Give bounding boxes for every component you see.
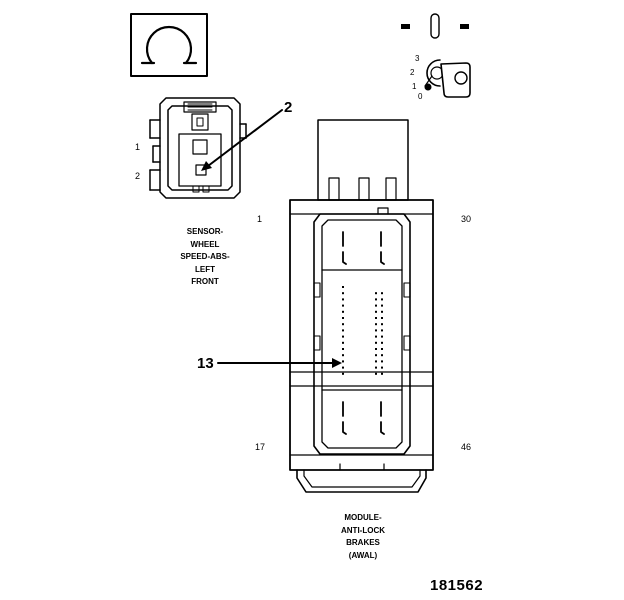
pin-cavity	[375, 317, 377, 319]
sensor-caption-line-1: SENSOR-	[186, 227, 224, 236]
sensor-callout-leader	[201, 109, 283, 171]
ignition-position-1: 1	[412, 82, 417, 91]
module-caption-line-3: BRAKES	[346, 538, 380, 547]
abs-module-connector	[289, 119, 434, 493]
pin-cavity	[342, 360, 344, 363]
module-caption-line-2: ANTI-LOCK	[341, 525, 385, 535]
sensor-caption-line-3: SPEED-ABS-	[180, 252, 230, 261]
pin-cavity	[342, 348, 344, 350]
ignition-position-2: 2	[410, 68, 415, 77]
module-callout-number: 13	[197, 355, 214, 372]
ignition-position-3: 3	[415, 54, 420, 63]
pin-cavity	[381, 298, 383, 301]
pin-cavity	[375, 310, 377, 313]
pin-cavity	[381, 310, 383, 313]
pin-cavity	[375, 329, 377, 332]
sensor-pin-2-label: 2	[135, 171, 141, 181]
pin-cavity	[342, 317, 344, 319]
pin-cavity	[375, 341, 377, 344]
pin-cavity	[342, 329, 344, 332]
figure-number: 181562	[430, 577, 484, 594]
sensor-callout-number: 2	[284, 99, 293, 116]
pin-cavity	[342, 335, 344, 338]
pin-cavity	[342, 310, 344, 313]
pin-cavity	[342, 292, 344, 295]
pin-cavity	[342, 341, 344, 344]
pin-cavity	[342, 304, 344, 307]
pin-cavity	[381, 354, 383, 357]
pin-cavity	[381, 317, 383, 319]
sensor-caption-line-2: WHEEL	[190, 239, 220, 249]
pin-cavity	[375, 323, 377, 326]
ohm-symbol-label: Ω	[0, 0, 1, 1]
module-pin-30-label: 30	[461, 214, 472, 224]
pin-cavity	[375, 354, 377, 357]
pin-cavity	[342, 323, 344, 326]
module-callout-leader	[217, 358, 342, 368]
sensor-caption: SENSOR- WHEEL SPEED-ABS- LEFT FRONT	[160, 226, 250, 289]
pin-cavity	[342, 372, 344, 375]
module-pin-46-label: 46	[461, 442, 472, 452]
sensor-connector	[149, 97, 247, 199]
pin-cavity	[342, 366, 344, 369]
pin-cavity	[375, 335, 377, 338]
pin-cavity	[381, 348, 383, 350]
module-caption-line-4: (AWAL)	[348, 550, 378, 560]
ohmmeter-icon	[130, 13, 208, 77]
module-pin-17-label: 17	[255, 442, 266, 452]
pin-cavity	[375, 366, 377, 369]
pin-cavity	[381, 372, 383, 375]
pin-cavity	[381, 335, 383, 338]
module-pin-1-label: 1	[257, 214, 263, 224]
pin-cavity	[375, 298, 377, 301]
pin-cavity	[381, 304, 383, 307]
pin-cavity-grid	[342, 286, 383, 375]
pin-cavity	[375, 372, 377, 375]
pin-cavity	[381, 360, 383, 363]
pin-cavity	[381, 292, 383, 295]
module-caption: MODULE- ANTI-LOCK BRAKES (AWAL)	[318, 512, 408, 562]
ignition-key-icon	[401, 13, 471, 98]
pin-cavity	[342, 286, 344, 288]
pin-cavity	[381, 366, 383, 369]
ignition-position-0: 0	[418, 92, 423, 101]
sensor-caption-line-5: FRONT	[191, 277, 219, 286]
sensor-pin-1-label: 1	[135, 142, 141, 152]
pin-cavity	[342, 354, 344, 357]
pin-cavity	[381, 341, 383, 344]
module-caption-line-1: MODULE-	[344, 513, 382, 522]
pin-cavity	[375, 292, 377, 295]
pin-cavity	[381, 329, 383, 332]
sensor-caption-line-4: LEFT	[195, 264, 215, 274]
pin-cavity	[381, 323, 383, 326]
pin-cavity	[342, 298, 344, 301]
pin-cavity	[375, 348, 377, 350]
pin-cavity	[375, 304, 377, 307]
pin-cavity	[375, 360, 377, 363]
